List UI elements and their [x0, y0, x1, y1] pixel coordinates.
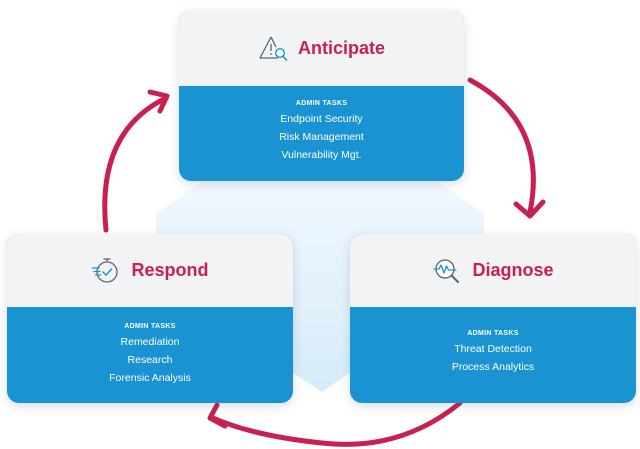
card-respond: Respond ADMIN TASKS Remediation Research… — [7, 234, 293, 403]
task-item: Risk Management — [279, 131, 364, 143]
arrowhead-anticipate — [147, 89, 170, 114]
arrowhead-diagnose — [513, 199, 546, 219]
arrowhead-respond — [207, 402, 228, 429]
card-tasks: ADMIN TASKS Threat Detection Process Ana… — [350, 307, 636, 403]
card-title: Anticipate — [297, 38, 385, 58]
admin-tasks-label: ADMIN TASKS — [467, 330, 519, 337]
task-item: Research — [127, 354, 173, 366]
cycle-arrow-diagnose-to-respond — [210, 400, 463, 447]
task-item: Endpoint Security — [280, 113, 363, 125]
card-header: Respond — [7, 234, 293, 307]
task-item: Process Analytics — [451, 361, 535, 373]
admin-tasks-label: ADMIN TASKS — [124, 323, 176, 330]
card-tasks: ADMIN TASKS Remediation Research Forensi… — [7, 307, 293, 403]
stopwatch-check-icon — [92, 257, 119, 283]
card-header: Anticipate — [179, 11, 464, 86]
cycle-arrow-respond-to-anticipate — [102, 95, 169, 233]
cycle-arrow-anticipate-to-diagnose — [467, 77, 536, 215]
warning-search-icon — [259, 36, 288, 61]
card-title: Respond — [131, 260, 209, 280]
card-diagnose: Diagnose ADMIN TASKS Threat Detection Pr… — [350, 234, 636, 403]
card-title: Diagnose — [472, 260, 554, 280]
admin-tasks-label: ADMIN TASKS — [295, 100, 348, 107]
task-item: Threat Detection — [454, 343, 532, 355]
pulse-search-icon — [433, 258, 460, 283]
card-tasks: ADMIN TASKS Endpoint Security Risk Manag… — [179, 86, 464, 181]
task-item: Remediation — [120, 336, 180, 348]
task-item: Forensic Analysis — [109, 372, 191, 384]
card-header: Diagnose — [350, 234, 636, 307]
task-item: Vulnerability Mgt. — [281, 149, 362, 161]
card-anticipate: Anticipate ADMIN TASKS Endpoint Security… — [179, 11, 464, 181]
